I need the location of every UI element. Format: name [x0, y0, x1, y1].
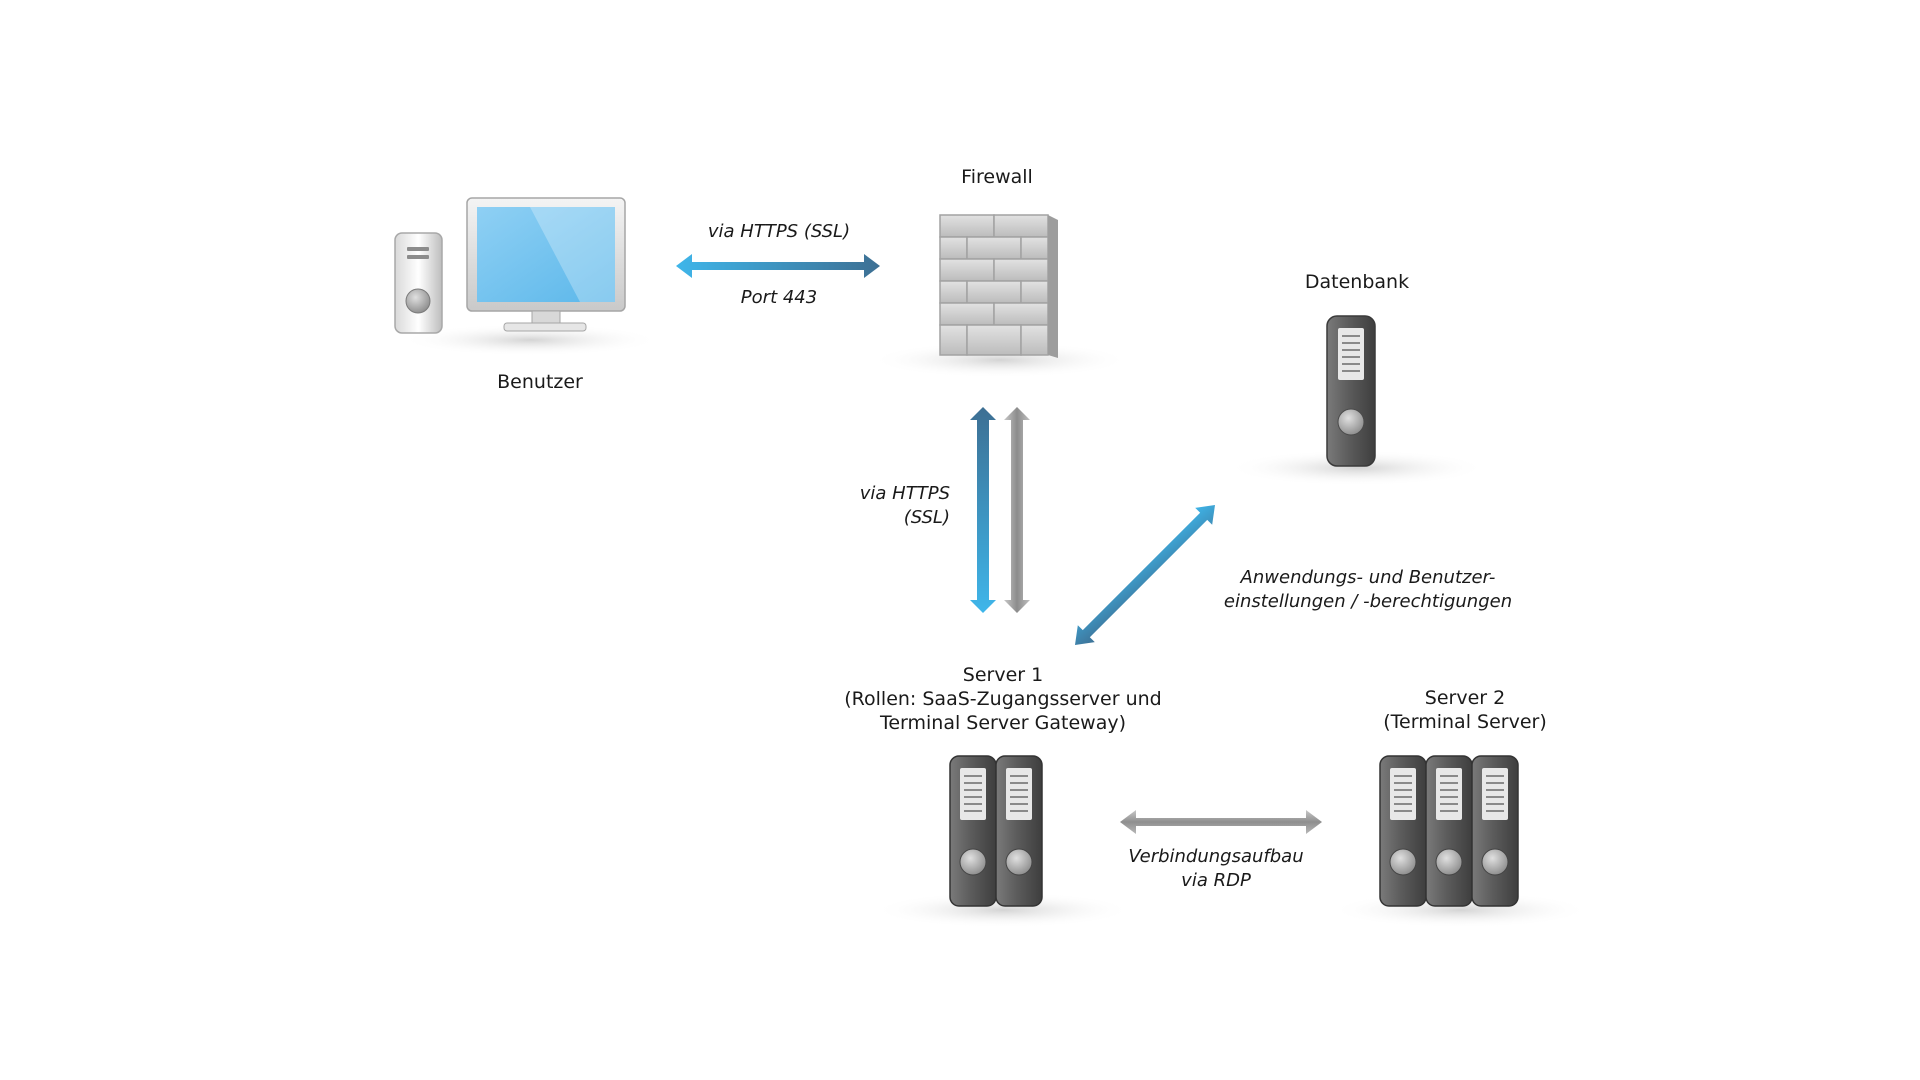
edge-label-server1-database-line-2: einstellungen / -berechtigungen — [1223, 591, 1513, 612]
arrow-server1-database — [1074, 504, 1216, 646]
arrow-user-firewall — [676, 254, 880, 278]
server-rack-icon — [949, 755, 1043, 907]
node-label-server2: Server 2 (Terminal Server) — [1383, 686, 1546, 734]
node-label-firewall: Firewall — [961, 166, 1033, 188]
server-rack-icon — [1379, 755, 1519, 907]
desktop-computer-icon — [394, 197, 626, 334]
node-label-database: Datenbank — [1304, 271, 1410, 293]
brick-wall-icon — [939, 214, 1058, 358]
shadow-database — [1227, 450, 1487, 486]
node-label-user: Benutzer — [497, 371, 583, 393]
server1-role-line-1: (Rollen: SaaS-Zugangsserver und — [844, 688, 1162, 710]
node-label-server1: Server 1 (Rollen: SaaS-Zugangsserver und… — [844, 663, 1161, 735]
edge-label-user-firewall-bottom: Port 443 — [740, 287, 818, 308]
server2-title: Server 2 — [1424, 687, 1506, 709]
arrow-firewall-server1 — [970, 407, 1030, 613]
server-unit — [949, 755, 997, 907]
edge-label-firewall-server1-line-2: (SSL) — [903, 507, 950, 528]
edge-label-firewall-server1-line-1: via HTTPS — [859, 483, 950, 504]
edge-label-server1-server2-line-1: Verbindungsaufbau — [1128, 846, 1304, 867]
server1-role-line-2: Terminal Server Gateway) — [879, 712, 1127, 734]
arrow-server1-server2 — [1120, 810, 1322, 834]
server2-role-line: (Terminal Server) — [1383, 711, 1547, 733]
shadow-firewall — [870, 342, 1130, 378]
edge-label-server1-server2: Verbindungsaufbau via RDP — [1128, 845, 1303, 893]
server-unit — [1425, 755, 1473, 907]
shadow-server1 — [873, 892, 1133, 928]
server-unit — [995, 755, 1043, 907]
server-unit — [1379, 755, 1427, 907]
edge-label-server1-database: Anwendungs- und Benutzer- einstellungen … — [1224, 566, 1512, 614]
server1-title: Server 1 — [962, 664, 1044, 686]
edge-label-server1-database-line-1: Anwendungs- und Benutzer- — [1240, 567, 1496, 588]
edge-label-firewall-server1: via HTTPS (SSL) — [850, 482, 950, 530]
edge-label-user-firewall-top: via HTTPS (SSL) — [707, 221, 851, 242]
edge-label-server1-server2-line-2: via RDP — [1181, 870, 1251, 891]
database-server-icon — [1326, 315, 1376, 467]
server-unit — [1471, 755, 1519, 907]
shadow-user — [400, 324, 660, 356]
